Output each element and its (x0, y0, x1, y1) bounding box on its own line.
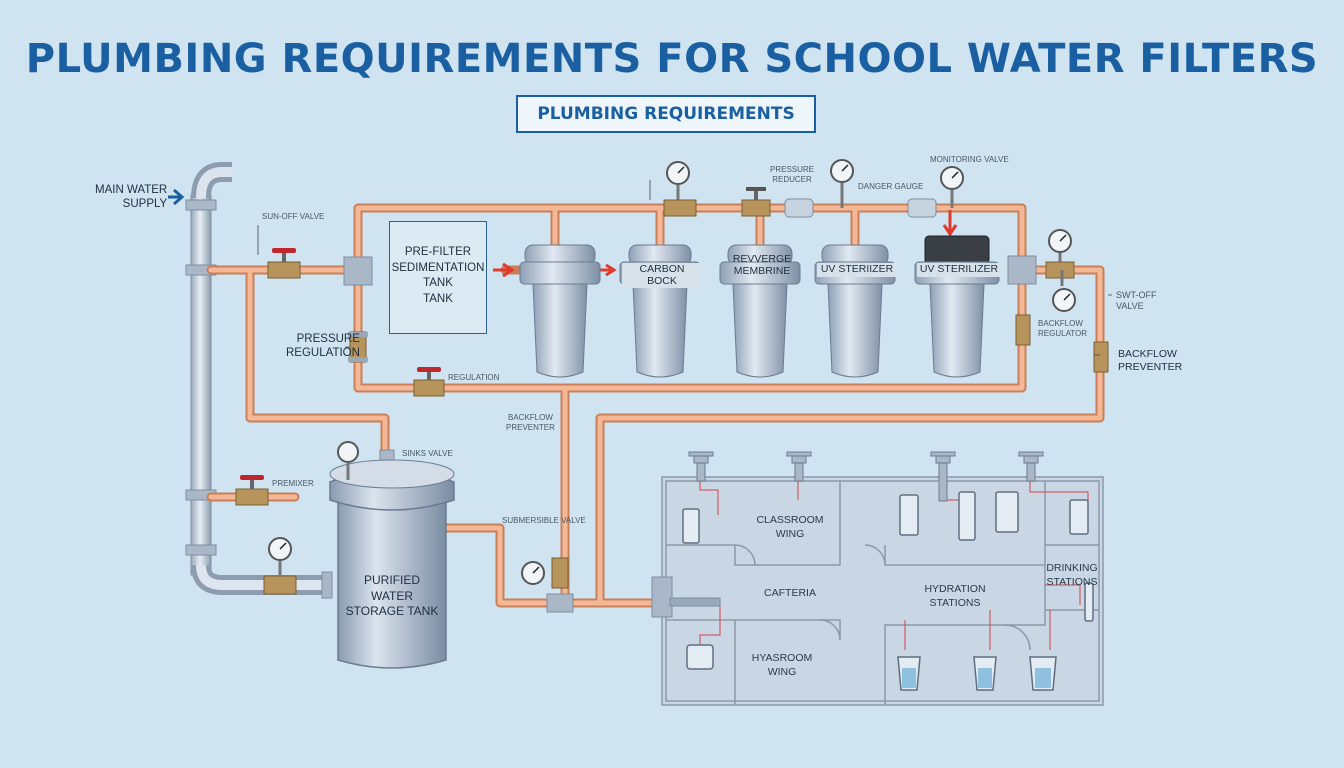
label-shutoff-valve-right: SWT-OFF VALVE (1116, 290, 1157, 311)
label-main-water-supply: MAIN WATER SUPPLY (95, 184, 168, 210)
water-fill (902, 668, 1051, 688)
filter-housing-3 (719, 244, 801, 378)
flow-arrow-icon (942, 210, 958, 237)
label-premix: PREMIXER (272, 479, 314, 488)
flow-arrow-icon (493, 262, 515, 278)
backflow-regulator-icon (1015, 314, 1031, 346)
label-pressure-gauge: DANGER GAUGE (858, 182, 924, 191)
label-sinks-valve: SINKS VALVE (402, 449, 453, 458)
label-shutoff-valve-top: SUN-OFF VALVE (262, 212, 325, 221)
label-regulation: REGULATION (448, 373, 500, 382)
pressure-reducer-icon (741, 187, 814, 218)
label-backflow-regulator: BACKFLOW REGULATOR (1038, 319, 1088, 338)
building-valves (651, 451, 1044, 618)
room-label-classroom-wing: CLASSROOM WING (756, 514, 824, 540)
tee-fitting-icon (343, 256, 373, 286)
room-label-drinking-stations: DRINKING STATIONS (1046, 562, 1098, 588)
label-backflow-preventer: BACKFLOW PREVENTER (1118, 348, 1183, 373)
monitoring-valve-icon (907, 166, 964, 218)
filter-label-uv-sterilizer-1: UV STERIIZER (817, 263, 897, 277)
submersible-valve-icon (521, 557, 574, 613)
pressure-gauge-icon (663, 161, 697, 217)
main-supply-pipe (185, 162, 333, 599)
prefilter-label: PRE-FILTER SEDIMENTATION TANK TANK (391, 246, 485, 305)
filter-label-carbon-block: CARBON BOCK (622, 263, 702, 289)
filter-housing-1 (519, 244, 601, 378)
page-title: PLUMBING REQUIREMENTS FOR SCHOOL WATER F… (25, 36, 1319, 82)
leader-lines (257, 180, 1112, 356)
subtitle-box: PLUMBING REQUIREMENTS (516, 95, 816, 133)
backflow-preventer-icon (1093, 341, 1109, 373)
label-monitoring-valve: MONITORING VALVE (930, 155, 1009, 164)
label-pressure-reducer: PRESSURE REDUCER (770, 165, 815, 184)
pressure-gauge-icon (830, 159, 854, 208)
pressure-gauge-icon (1052, 270, 1076, 312)
storage-tank-label: PURIFIED WATER STORAGE TANK (345, 573, 439, 619)
storage-tank (329, 441, 455, 669)
shutoff-valve-icon (267, 248, 301, 279)
main-gauge-valve-icon (263, 537, 297, 595)
premix-valve-icon (235, 475, 269, 506)
filter-label-reverse-membrane: REVVERGE MEMBRINE (732, 253, 792, 277)
filter-label-uv-sterilizer-2: UV STERILIZER (917, 263, 1001, 277)
cross-fitting-icon (1007, 255, 1037, 285)
label-backflow-preventer-mid: BACKFLOW PREVENTER (506, 413, 555, 432)
room-label-hydration-stations: HYDRATION STATIONS (924, 583, 986, 609)
room-label-cafeteria: CAFTERIA (764, 587, 816, 599)
regulation-valve-icon (413, 367, 445, 397)
prefilter-box (389, 221, 487, 334)
label-pressure-regulation: PRESSURE REGULATION (286, 333, 360, 359)
room-label-washroom-wing: HYASROOM WING (751, 652, 813, 678)
pressure-gauge-icon (1045, 229, 1075, 279)
supply-arrow-icon (168, 188, 185, 206)
filter-housing-5 (914, 235, 1000, 378)
label-submersible-valve: SUBMERSIBLE VALVE (502, 516, 586, 525)
